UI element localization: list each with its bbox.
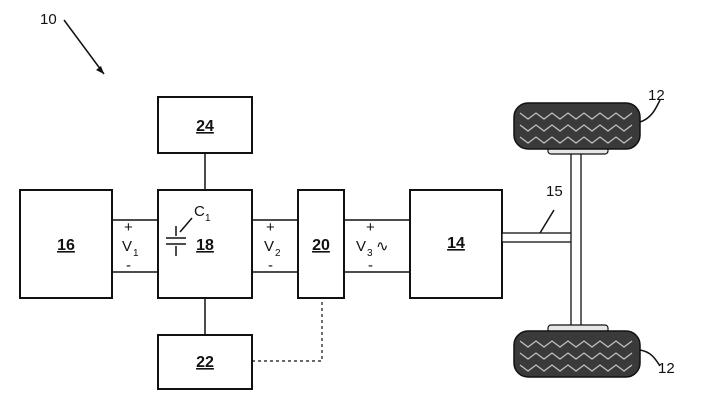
ac-wave-icon: ∿	[376, 238, 389, 255]
wheel-bottom-ref-leader	[639, 349, 661, 367]
wheel-top	[513, 102, 641, 155]
v1-minus: -	[126, 257, 131, 274]
wheel-bottom	[513, 324, 641, 378]
capacitor-leader-line	[179, 217, 193, 233]
v1-label-sub: 1	[133, 248, 139, 259]
block-16	[19, 189, 113, 299]
drive-shaft	[501, 232, 577, 243]
block-14	[409, 189, 503, 299]
v1-plus: +	[124, 219, 133, 236]
v2-plus: +	[266, 219, 275, 236]
wheel-axle	[570, 149, 582, 331]
system-ref-label: 10	[40, 11, 57, 28]
block-22	[157, 334, 253, 390]
block-24	[157, 96, 253, 154]
capacitor-label-sub: 1	[205, 213, 211, 224]
wheel-bottom-ref-label: 12	[658, 360, 675, 377]
capacitor-label: C	[194, 203, 205, 220]
axle-ref-leader	[539, 209, 555, 234]
wheel-top-ref-leader	[639, 99, 661, 123]
block-20-label: 20	[312, 237, 330, 254]
block-18-label: 18	[196, 237, 214, 254]
axle-ref-label: 15	[546, 183, 563, 200]
v2-label: V	[264, 238, 274, 255]
system-ref-arrow	[63, 19, 105, 75]
capacitor-symbol	[166, 217, 193, 256]
control-link-22-20	[252, 299, 323, 362]
v2-label-sub: 2	[275, 248, 281, 259]
block-20	[297, 189, 345, 299]
block-22-label: 22	[196, 354, 214, 371]
wheel-top-ref-label: 12	[648, 87, 665, 104]
block-16-label: 16	[57, 237, 75, 254]
block-24-label: 24	[196, 118, 214, 135]
v2-minus: -	[268, 257, 273, 274]
v3-minus: -	[368, 257, 373, 274]
v3-label: V	[356, 238, 366, 255]
v1-label: V	[122, 238, 132, 255]
v3-plus: +	[366, 219, 375, 236]
v3-label-sub: 3	[367, 248, 373, 259]
block-14-label: 14	[447, 235, 465, 252]
system-ref-arrowhead	[96, 66, 104, 74]
